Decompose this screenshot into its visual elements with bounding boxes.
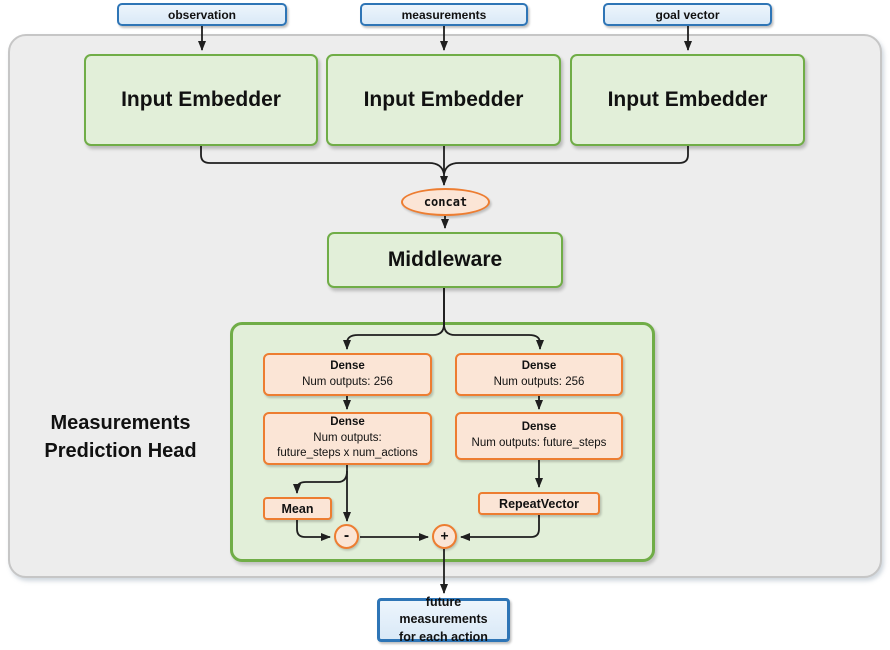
input-embedder-2: Input Embedder (326, 54, 561, 146)
dense-left-2: Dense Num outputs: future_steps x num_ac… (263, 412, 432, 465)
dense-right-1: Dense Num outputs: 256 (455, 353, 623, 396)
minus-operator: - (334, 524, 359, 549)
dense-left-1: Dense Num outputs: 256 (263, 353, 432, 396)
wire-repeat-plus (460, 515, 540, 541)
dense-left-2-title: Dense (330, 416, 365, 429)
wire-dense-left-mean (293, 470, 348, 494)
prediction-head-title-line1: Measurements (50, 412, 191, 434)
middleware-box: Middleware (327, 232, 563, 288)
wire-middleware-dense-left (343, 288, 445, 350)
plus-operator: + (432, 524, 457, 549)
dense-right-2: Dense Num outputs: future_steps (455, 412, 623, 460)
dense-right-1-title: Dense (521, 359, 557, 372)
input-embedder-1: Input Embedder (84, 54, 318, 146)
mean-box: Mean (263, 497, 332, 520)
wire-merge-left (200, 146, 445, 175)
dense-right-1-outputs: Num outputs: 256 (493, 375, 585, 388)
dense-left-1-title: Dense (330, 359, 365, 372)
input-box-goal-vector: goal vector (603, 3, 772, 26)
wire-middleware-dense-right (443, 288, 544, 350)
dense-right-2-title: Dense (521, 421, 557, 434)
input-embedder-3: Input Embedder (570, 54, 805, 146)
output-box: future measurements for each action (377, 595, 510, 644)
concat-node: concat (401, 188, 490, 216)
wire-merge-right (443, 146, 689, 175)
dense-left-1-outputs: Num outputs: 256 (302, 375, 393, 388)
input-box-observation: observation (117, 3, 287, 26)
repeat-vector-box: RepeatVector (478, 492, 600, 515)
dense-right-2-outputs: Num outputs: future_steps (471, 437, 607, 449)
prediction-head-title-line2: Prediction Head (44, 440, 197, 462)
dense-left-2-outputs: Num outputs: (313, 431, 382, 444)
output-box-line2: for each action (399, 629, 488, 644)
wire-mean-minus (296, 520, 331, 541)
output-box-line1: future measurements (399, 594, 488, 627)
prediction-head-title: Measurements Prediction Head (18, 409, 223, 465)
dense-left-2-outputs-value: future_steps x num_actions (277, 447, 418, 460)
input-box-measurements: measurements (360, 3, 528, 26)
